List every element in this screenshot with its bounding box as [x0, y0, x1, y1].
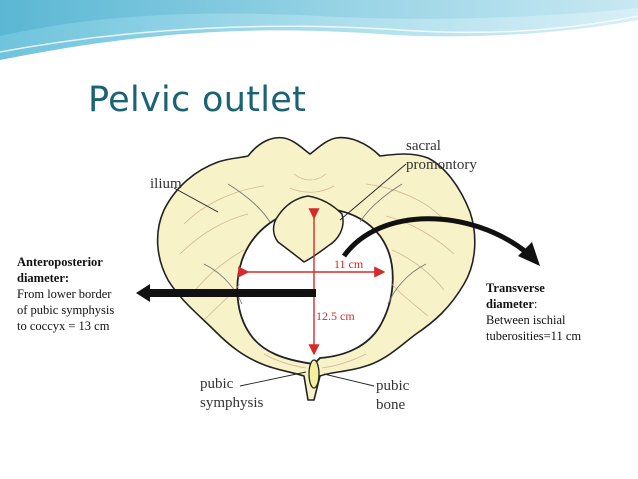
ap-note-heading-2: diameter: [17, 271, 70, 285]
ap-note-text-2: of pubic symphysis [17, 303, 115, 317]
label-promontory: promontory [406, 157, 477, 173]
leader-lines [173, 163, 407, 387]
ap-note-text-3: to coccyx = 13 cm [17, 319, 110, 333]
pelvis-outlet-diagram: sacral promontory ilium 11 cm 12.5 cm pu… [144, 124, 493, 418]
transverse-note: Transverse diameter: Between ischial tub… [486, 280, 581, 344]
tr-note-text-1: Between ischial [486, 313, 566, 327]
label-ap-measure: 12.5 cm [316, 309, 355, 323]
tr-note-text-2: tuberosities=11 cm [486, 329, 582, 343]
ap-arrow-head [136, 284, 150, 302]
label-pubic-bone-2: bone [376, 397, 406, 413]
label-ilium: ilium [150, 176, 182, 192]
slide-title: Pelvic outlet [88, 80, 307, 120]
transverse-arrow-head [518, 242, 540, 266]
label-sacral: sacral [406, 138, 441, 154]
tr-note-heading-1: Transverse [486, 281, 545, 295]
tr-note-colon: : [533, 297, 538, 311]
tr-note-heading-2: diameter [486, 297, 534, 311]
ap-note-heading-1: Anteroposterior [17, 255, 103, 269]
bone-shading [179, 173, 455, 369]
ap-note-text-1: From lower border [17, 287, 112, 301]
label-transverse-measure: 11 cm [334, 257, 364, 271]
pubic-symphysis-shape [308, 359, 320, 389]
bone-contour-lines [203, 183, 427, 305]
label-pubic-symphysis-1: pubic [200, 376, 234, 392]
transverse-black-arrow [341, 216, 528, 258]
anteroposterior-note: Anteroposterior diameter: From lower bor… [17, 254, 114, 334]
sacrum [272, 195, 344, 263]
label-pubic-symphysis-2: symphysis [200, 395, 264, 411]
label-pubic-bone-1: pubic [376, 378, 410, 394]
